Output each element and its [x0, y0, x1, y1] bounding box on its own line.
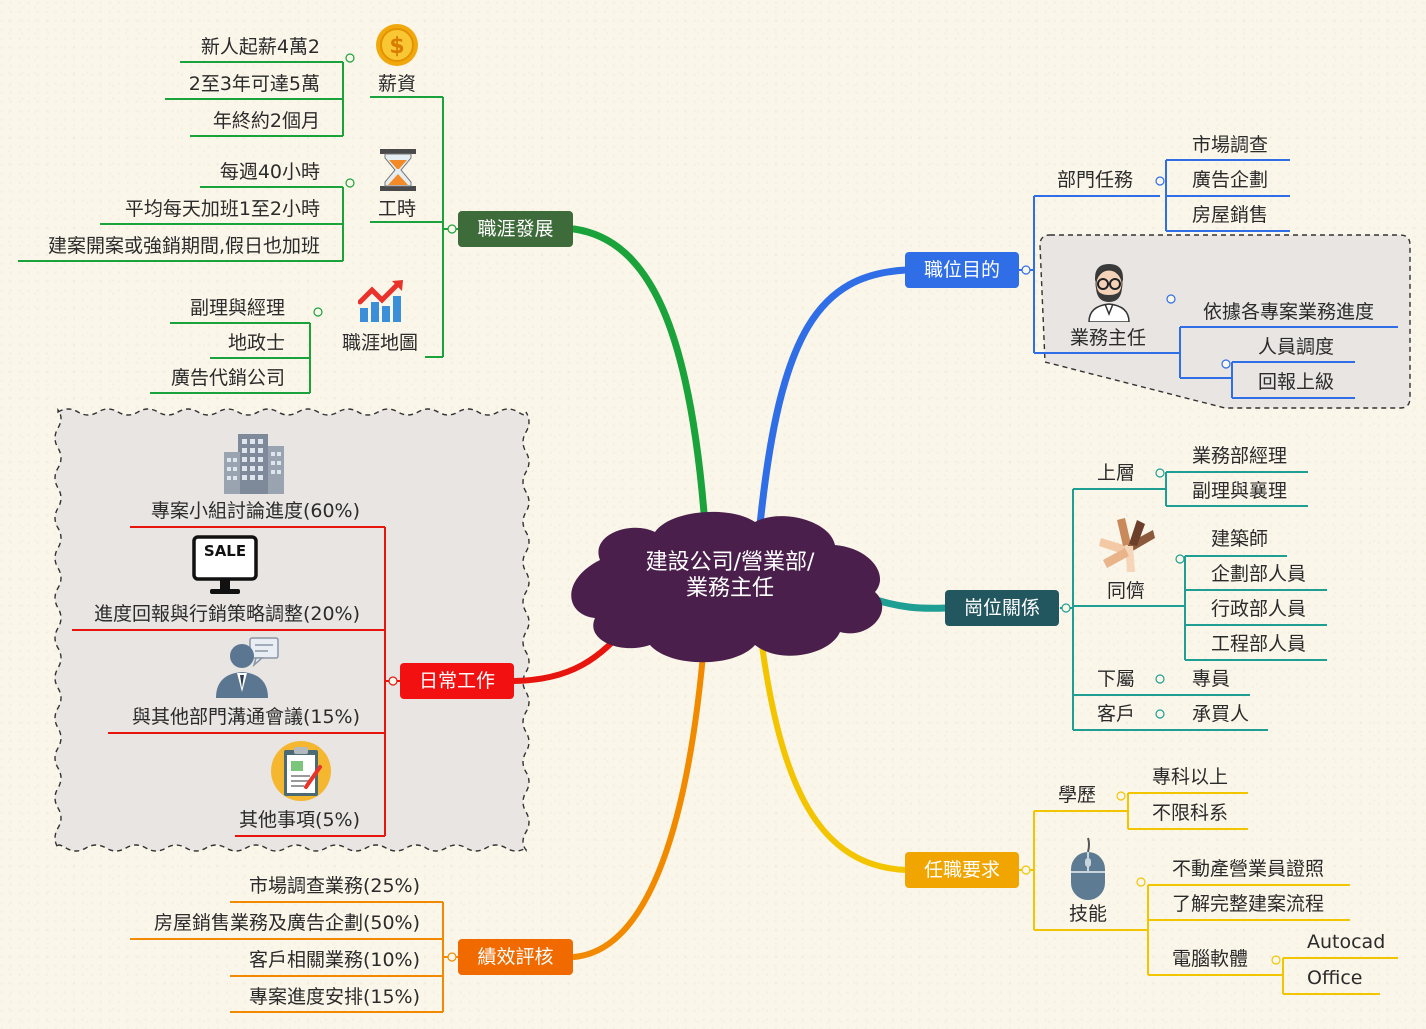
topic-education[interactable]: 學歷: [1058, 784, 1097, 806]
topic-role-task[interactable]: 依據各專案業務進度: [1203, 301, 1375, 323]
branch-relations[interactable]: 崗位關係: [945, 590, 1059, 626]
sale-text: SALE: [203, 542, 247, 560]
branch-line-requirements: [757, 627, 909, 873]
topic-software-item[interactable]: Office: [1307, 967, 1363, 989]
topic-skills[interactable]: 技能: [1068, 903, 1107, 925]
topic-client[interactable]: 客戶: [1097, 703, 1136, 725]
svg-text:$: $: [389, 34, 404, 59]
center-cloud: [571, 511, 883, 663]
branch-line-performance: [571, 629, 708, 960]
topic-dept-task-item[interactable]: 市場調查: [1192, 134, 1269, 156]
businessman-chat-icon: [216, 637, 279, 698]
topic-peer[interactable]: 同儕: [1106, 580, 1145, 602]
topic-lower[interactable]: 下屬: [1097, 668, 1136, 690]
topic-hours-item[interactable]: 平均每天加班1至2小時: [124, 198, 320, 220]
topic-performance-item[interactable]: 市場調查業務(25%): [248, 875, 420, 897]
topic-daily-item[interactable]: 其他事項(5%): [239, 809, 360, 831]
branch-line-career: [570, 225, 709, 529]
bearded-man-avatar-icon: [1088, 264, 1130, 322]
role-group-frame: [1039, 234, 1411, 409]
branch-career[interactable]: 職涯發展: [458, 211, 573, 247]
topic-career-map-item[interactable]: 地政士: [227, 332, 285, 354]
topic-education-item[interactable]: 專科以上: [1152, 766, 1229, 788]
topic-upper-item[interactable]: 副理與襄理: [1192, 480, 1288, 502]
topic-client-item[interactable]: 承買人: [1192, 703, 1250, 725]
branch-performance[interactable]: 績效評核: [458, 939, 573, 975]
topic-peer-item[interactable]: 行政部人員: [1211, 598, 1307, 620]
topic-career-map-item[interactable]: 廣告代銷公司: [170, 367, 285, 389]
topic-hours-item[interactable]: 建案開案或強銷期間,假日也加班: [47, 235, 320, 257]
topic-career-map[interactable]: 職涯地圖: [341, 332, 418, 354]
topic-skills-item[interactable]: 不動產營業員證照: [1172, 858, 1325, 880]
topic-role-subtask[interactable]: 人員調度: [1258, 336, 1335, 358]
topic-lower-item[interactable]: 專員: [1192, 668, 1231, 690]
branch-line-purpose: [756, 266, 910, 529]
growth-chart-icon: [358, 280, 403, 322]
topic-performance-item[interactable]: 專案進度安排(15%): [248, 986, 420, 1008]
topic-hours-item[interactable]: 每週40小時: [219, 161, 320, 183]
topic-career-map-item[interactable]: 副理與經理: [189, 297, 285, 319]
topic-role[interactable]: 業務主任: [1069, 327, 1146, 349]
topic-dept-task-item[interactable]: 房屋銷售: [1192, 204, 1269, 226]
topic-daily-item[interactable]: 與其他部門溝通會議(15%): [131, 706, 360, 728]
branch-purpose[interactable]: 職位目的: [905, 252, 1019, 288]
clipboard-icon: [271, 741, 331, 801]
hourglass-icon: [380, 149, 416, 191]
computer-mouse-icon: [1071, 837, 1105, 900]
topic-dept-task-item[interactable]: 廣告企劃: [1192, 169, 1269, 191]
topic-salary-item[interactable]: 新人起薪4萬2: [200, 36, 320, 58]
topic-hours[interactable]: 工時: [377, 198, 416, 220]
topic-performance-item[interactable]: 房屋銷售業務及廣告企劃(50%): [153, 912, 420, 934]
topic-software-item[interactable]: Autocad: [1307, 931, 1386, 953]
branch-daily[interactable]: 日常工作: [400, 663, 514, 699]
topic-role-subtask[interactable]: 回報上級: [1258, 371, 1335, 393]
topic-salary[interactable]: 薪資: [377, 73, 416, 95]
sale-monitor-icon: SALE: [192, 535, 258, 597]
topic-peer-item[interactable]: 建築師: [1211, 528, 1269, 550]
topic-salary-item[interactable]: 2至3年可達5萬: [188, 73, 320, 95]
topic-education-item[interactable]: 不限科系: [1152, 802, 1229, 824]
topic-daily-item[interactable]: 進度回報與行銷策略調整(20%): [93, 603, 360, 625]
topic-upper[interactable]: 上層: [1097, 462, 1136, 484]
topic-software[interactable]: 電腦軟體: [1172, 948, 1249, 970]
topic-dept-tasks[interactable]: 部門任務: [1057, 169, 1134, 191]
topic-daily-item[interactable]: 專案小組討論進度(60%): [150, 500, 360, 522]
topic-skills-item[interactable]: 了解完整建案流程: [1172, 893, 1325, 915]
coin-icon: $: [376, 24, 418, 66]
topic-upper-item[interactable]: 業務部經理: [1192, 445, 1288, 467]
branch-requirements[interactable]: 任職要求: [905, 852, 1019, 888]
topic-peer-item[interactable]: 企劃部人員: [1211, 563, 1307, 585]
center-topic-line-1[interactable]: 建設公司/營業部/: [645, 550, 815, 575]
office-building-icon: [224, 434, 284, 494]
center-topic-line-2[interactable]: 業務主任: [685, 576, 774, 601]
topic-performance-item[interactable]: 客戶相關業務(10%): [248, 949, 420, 971]
topic-salary-item[interactable]: 年終約2個月: [212, 110, 320, 132]
topic-peer-item[interactable]: 工程部人員: [1211, 633, 1307, 655]
stacked-hands-icon: [1099, 518, 1155, 572]
